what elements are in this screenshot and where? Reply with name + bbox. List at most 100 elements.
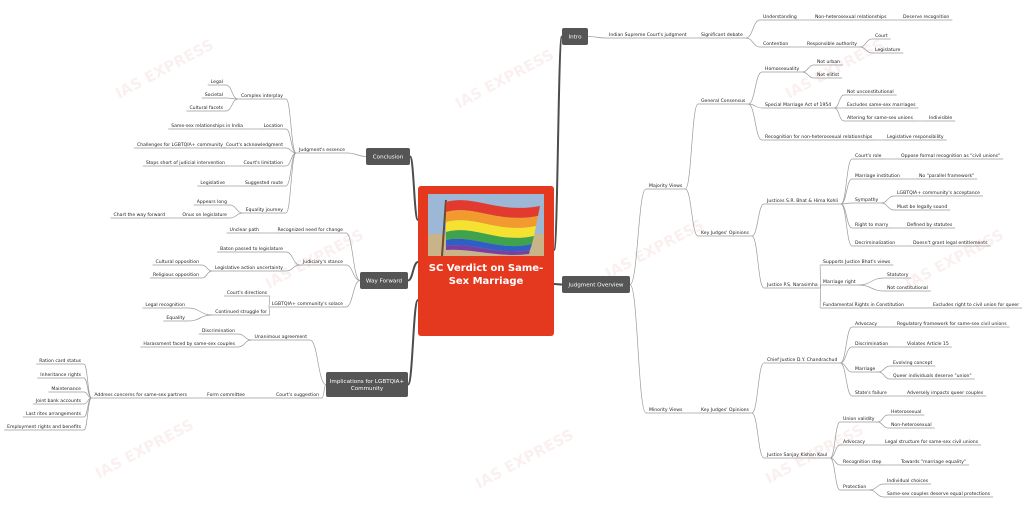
node-excludes-right[interactable]: Excludes right to civil union for queer (930, 302, 1023, 309)
node-unclear-path[interactable]: Unclear path (226, 227, 262, 234)
node-marriage-inst[interactable]: Marriage institution (852, 173, 903, 180)
node-right-marry[interactable]: Right to marry (852, 222, 892, 229)
node-not-elitist[interactable]: Not elitist (814, 72, 843, 79)
node-ration-card[interactable]: Ration card status (36, 358, 84, 365)
node-adversely[interactable]: Adversely impacts queer couples (904, 390, 987, 397)
node-religious-opp[interactable]: Religious opposition (149, 272, 202, 279)
node-majority-views[interactable]: Majority Views (646, 183, 686, 190)
node-appears-long[interactable]: Appears long (193, 199, 230, 206)
node-last-rites[interactable]: Last rites arrangements (22, 411, 84, 418)
node-courts-directions[interactable]: Court's directions (223, 290, 270, 297)
node-homosexuality[interactable]: Homosexuality (762, 66, 803, 73)
node-indiv-choices[interactable]: Individual choices (884, 478, 932, 485)
node-defined-statutes[interactable]: Defined by statutes (904, 222, 956, 229)
node-non-hetero[interactable]: Non-heterosexual (888, 422, 935, 429)
node-societal[interactable]: Societal (201, 92, 226, 99)
node-equality[interactable]: Equality (163, 315, 188, 322)
node-marriage-right[interactable]: Marriage right (820, 279, 859, 286)
node-ss-couples-deserve[interactable]: Same-sex couples deserve equal protectio… (884, 491, 994, 498)
node-advocacy-c[interactable]: Advocacy (852, 321, 881, 328)
node-judgments-essence[interactable]: Judgment's essence (296, 147, 348, 154)
node-lgbtqia-solace[interactable]: LGBTQIA+ community's solace (268, 301, 346, 308)
node-not-unconst[interactable]: Not unconstitutional (844, 89, 897, 96)
node-indivisible[interactable]: Indivisible (926, 115, 956, 122)
node-complex-interplay[interactable]: Complex interplay (237, 93, 286, 100)
node-bhat-kohli[interactable]: Justices S.R. Bhat & Hima Kohli (764, 198, 841, 205)
node-sma[interactable]: Special Marriage Act of 1954 (762, 102, 835, 109)
node-leg-resp[interactable]: Legislative responsibility (884, 134, 947, 141)
node-advocacy-k[interactable]: Advocacy (840, 439, 869, 446)
node-cultural-facets[interactable]: Cultural facets (186, 105, 226, 112)
node-discrimination-c[interactable]: Discrimination (852, 341, 892, 348)
node-challenges[interactable]: Challenges for LGBTQIA+ community (133, 142, 226, 149)
node-nonhetero-rel[interactable]: Non-heterosexual relationships (812, 14, 890, 21)
center-topic[interactable]: SC Verdict on Same-Sex Marriage (418, 186, 554, 336)
node-doesnt-grant[interactable]: Doesn't grant legal entitlements (910, 240, 991, 247)
node-towards-eq[interactable]: Towards "marriage equality" (898, 459, 970, 466)
node-not-urban[interactable]: Not urban (814, 59, 843, 66)
node-judiciary-stance[interactable]: Judiciary's stance (299, 259, 346, 266)
main-topic-forward[interactable]: Way Forward (360, 272, 408, 289)
node-deserve-recog[interactable]: Deserve recognition (900, 14, 953, 21)
node-narasimha[interactable]: Justice P.S. Narasimha (764, 282, 821, 289)
node-key-judges-maj[interactable]: Key Judges' Opinions (698, 230, 752, 237)
node-legal-structure[interactable]: Legal structure for same-sex civil union… (882, 439, 982, 446)
node-onus-leg[interactable]: Onus on legislature (179, 212, 230, 219)
node-leg-uncertainty[interactable]: Legislative action uncertainty (211, 265, 286, 272)
node-ss-india[interactable]: Same-sex relationships in India (168, 123, 246, 130)
node-inheritance[interactable]: Inheritance rights (37, 372, 84, 379)
node-queer-deserve[interactable]: Queer individuals deserve "union" (890, 373, 975, 380)
node-sympathy[interactable]: Sympathy (852, 197, 882, 204)
node-significant-debate[interactable]: Significant debate (698, 32, 746, 39)
node-courts-ack[interactable]: Court's acknowledgment (222, 142, 286, 149)
node-legal[interactable]: Legal (207, 79, 226, 86)
node-form-committee[interactable]: Form committee (204, 392, 248, 399)
node-protection[interactable]: Protection (840, 484, 870, 491)
node-courts-role[interactable]: Court's role (852, 153, 885, 160)
node-discrimination-i[interactable]: Discrimination (198, 328, 238, 335)
node-excludes-ss[interactable]: Excludes same-sex marriages (844, 102, 919, 109)
node-employment[interactable]: Employment rights and benefits (4, 424, 84, 431)
node-understanding[interactable]: Understanding (760, 14, 800, 21)
node-equality-journey[interactable]: Equality journey (242, 207, 286, 214)
node-contention[interactable]: Contention (760, 41, 792, 48)
node-marriage-c[interactable]: Marriage (852, 366, 879, 373)
node-minority-views[interactable]: Minority Views (646, 407, 686, 414)
node-maintenance[interactable]: Maintenance (48, 386, 84, 393)
node-court[interactable]: Court (872, 33, 891, 40)
node-supports-bhat[interactable]: Supports Justice Bhat's views (820, 259, 894, 266)
node-location[interactable]: Location (260, 123, 286, 130)
node-cultural-opp[interactable]: Cultural opposition (152, 259, 202, 266)
node-heterosexual[interactable]: Heterosexual (888, 409, 925, 416)
main-topic-overview[interactable]: Judgment Overview (562, 276, 630, 293)
node-fund-rights[interactable]: Fundamental Rights in Constitution (820, 302, 908, 309)
node-baton[interactable]: Baton passed to legislature (217, 246, 286, 253)
node-chandrachud[interactable]: Chief Justice D.Y. Chandrachud (764, 357, 841, 364)
main-topic-implications[interactable]: Implications for LGBTQIA+Community (326, 372, 408, 397)
node-courts-suggestion[interactable]: Court's suggestion (273, 392, 322, 399)
node-general-consensus[interactable]: General Consensus (698, 98, 749, 105)
node-decriminalization[interactable]: Decriminalization (852, 240, 899, 247)
node-union-validity[interactable]: Union validity (840, 416, 878, 423)
node-lgbtqia-accept[interactable]: LGBTQIA+ community's acceptance (894, 190, 984, 197)
node-cont-struggle[interactable]: Continued struggle for (212, 309, 270, 316)
node-harassment[interactable]: Harassment faced by same-sex couples (140, 341, 238, 348)
node-recognized-need[interactable]: Recognized need for change (274, 227, 346, 234)
node-key-judges-min[interactable]: Key Judges' Opinions (698, 407, 752, 414)
node-no-parallel[interactable]: No "parallel framework" (916, 173, 978, 180)
node-courts-limit[interactable]: Court's limitation (240, 160, 286, 167)
node-address-concerns[interactable]: Address concerns for same-sex partners (91, 392, 190, 399)
node-must-legally[interactable]: Must be legally sound (894, 204, 951, 211)
node-stops-short[interactable]: Stops short of judicial intervention (142, 160, 228, 167)
node-recog-step[interactable]: Recognition step (840, 459, 885, 466)
node-evolving[interactable]: Evolving concept (890, 360, 936, 367)
node-not-const[interactable]: Not constitutional (884, 285, 931, 292)
node-suggested-route[interactable]: Suggested route (241, 180, 286, 187)
node-legal-recog[interactable]: Legal recognition (142, 302, 188, 309)
node-recog-nonhetero[interactable]: Recognition for non-heterosexual relatio… (762, 134, 876, 141)
node-statutory[interactable]: Statutory (884, 272, 912, 279)
node-oppose-formal[interactable]: Oppose formal recognition as "civil unio… (898, 153, 1004, 160)
node-intro-judgment[interactable]: Indian Supreme Court's judgment (606, 32, 690, 39)
node-violates-14[interactable]: Violates Article 15 (904, 341, 952, 348)
node-legislature[interactable]: Legislature (872, 47, 904, 54)
